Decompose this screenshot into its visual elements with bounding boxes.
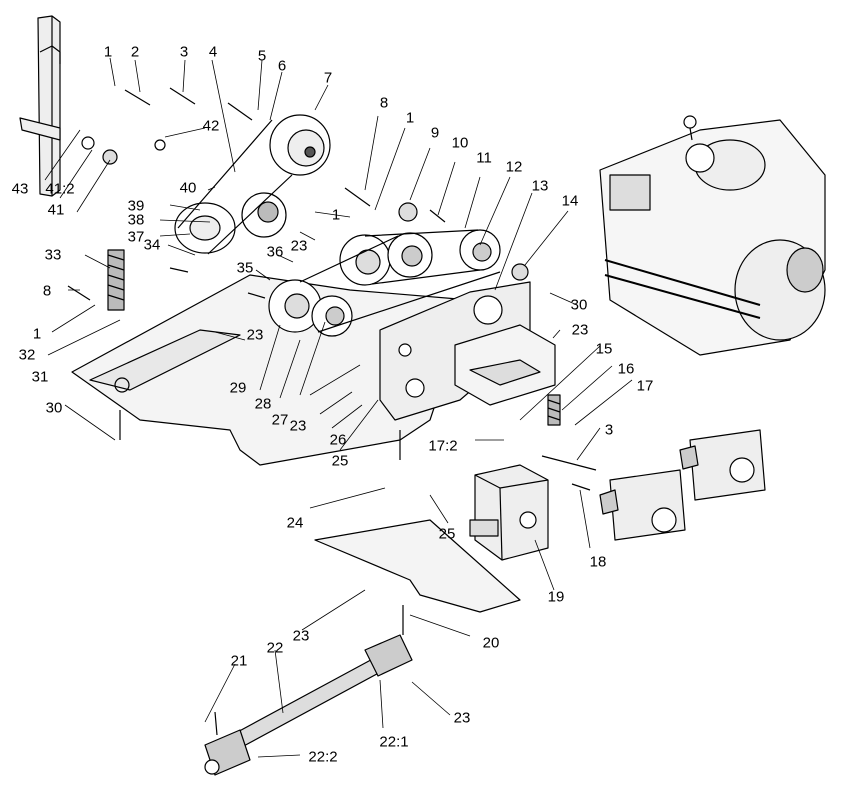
callout-label: 29 [229,379,247,397]
callout-label: 25 [331,452,349,470]
callout-label: 41 [47,201,65,219]
callout-label: 26 [329,431,347,449]
callout-label: 8 [379,94,389,112]
callout-label: 41:2 [45,180,75,198]
callout-label: 28 [254,395,272,413]
callout-label: 11 [476,149,492,167]
callout-label: 32 [18,346,36,364]
driveshaft-22 [204,634,413,776]
callout-label: 22 [266,639,284,657]
callout-label: 38 [127,211,145,229]
callout-label: 27 [271,411,289,429]
callout-label: 6 [277,57,287,75]
callout-label: 4 [208,43,218,61]
pulley-12 [459,229,501,271]
pulley-center-right [387,232,433,278]
upper-bracket-plate [19,15,61,197]
pulley-28 [311,295,353,337]
callout-label: 24 [286,514,304,532]
hydraulic-pump-left [599,469,686,541]
callout-label: 36 [266,243,284,261]
callout-label: 17:2 [428,437,458,455]
callout-label: 19 [547,588,565,606]
callout-label: 21 [230,652,248,670]
callout-label: 15 [595,340,613,358]
pulley-7 [269,114,331,176]
callout-label: 20 [482,634,500,652]
callout-label: 23 [292,627,310,645]
bolts [67,87,597,736]
callout-label: 37 [127,228,145,246]
callout-label: 2 [130,43,140,61]
callout-label: 34 [143,236,161,254]
leader-lines [44,57,633,758]
callout-label: 22:1 [379,733,409,751]
callout-label: 30 [45,399,63,417]
callout-label: 1 [103,43,113,61]
callout-label: 14 [561,192,579,210]
spring-16 [547,394,561,426]
callout-label: 18 [589,553,607,571]
callout-label: 7 [323,69,333,87]
callout-label: 33 [44,246,62,264]
spring-33 [107,249,125,311]
callout-label: 1 [405,109,415,127]
lower-mounting-plate [314,519,521,613]
pulley-38 [241,192,287,238]
callout-label: 42 [202,117,220,135]
callout-label: 40 [179,179,197,197]
callout-label: 43 [11,180,29,198]
callout-label: 5 [257,47,267,65]
callout-label: 23 [246,326,264,344]
engine [599,115,826,356]
callout-label: 23 [571,321,589,339]
pulley-large-center [339,234,391,286]
callout-label: 9 [430,124,440,142]
hydraulic-pump-right [679,429,766,501]
callout-label: 22:2 [308,748,338,766]
belt-4 [177,119,293,255]
callout-label: 3 [179,43,189,61]
belt-11 [364,229,481,285]
callout-label: 25 [438,525,456,543]
callout-label: 17 [636,377,654,395]
callout-label: 10 [451,134,469,152]
callout-label: 3 [604,421,614,439]
callout-label: 30 [570,296,588,314]
callout-label: 23 [290,237,308,255]
callout-label: 1 [331,206,341,224]
callout-label: 12 [505,158,523,176]
callout-label: 8 [42,282,52,300]
belt-lower [299,235,501,333]
callout-label: 16 [617,360,635,378]
callout-label: 39 [127,197,145,215]
pulley-39 [174,202,236,254]
callout-label: 31 [31,368,49,386]
callout-label: 13 [531,177,549,195]
callout-label: 1 [32,325,42,343]
callout-label: 23 [453,709,471,727]
pulley-29 [268,279,322,333]
gearbox-19 [469,464,549,561]
callout-label: 23 [289,417,307,435]
callout-label: 35 [236,259,254,277]
